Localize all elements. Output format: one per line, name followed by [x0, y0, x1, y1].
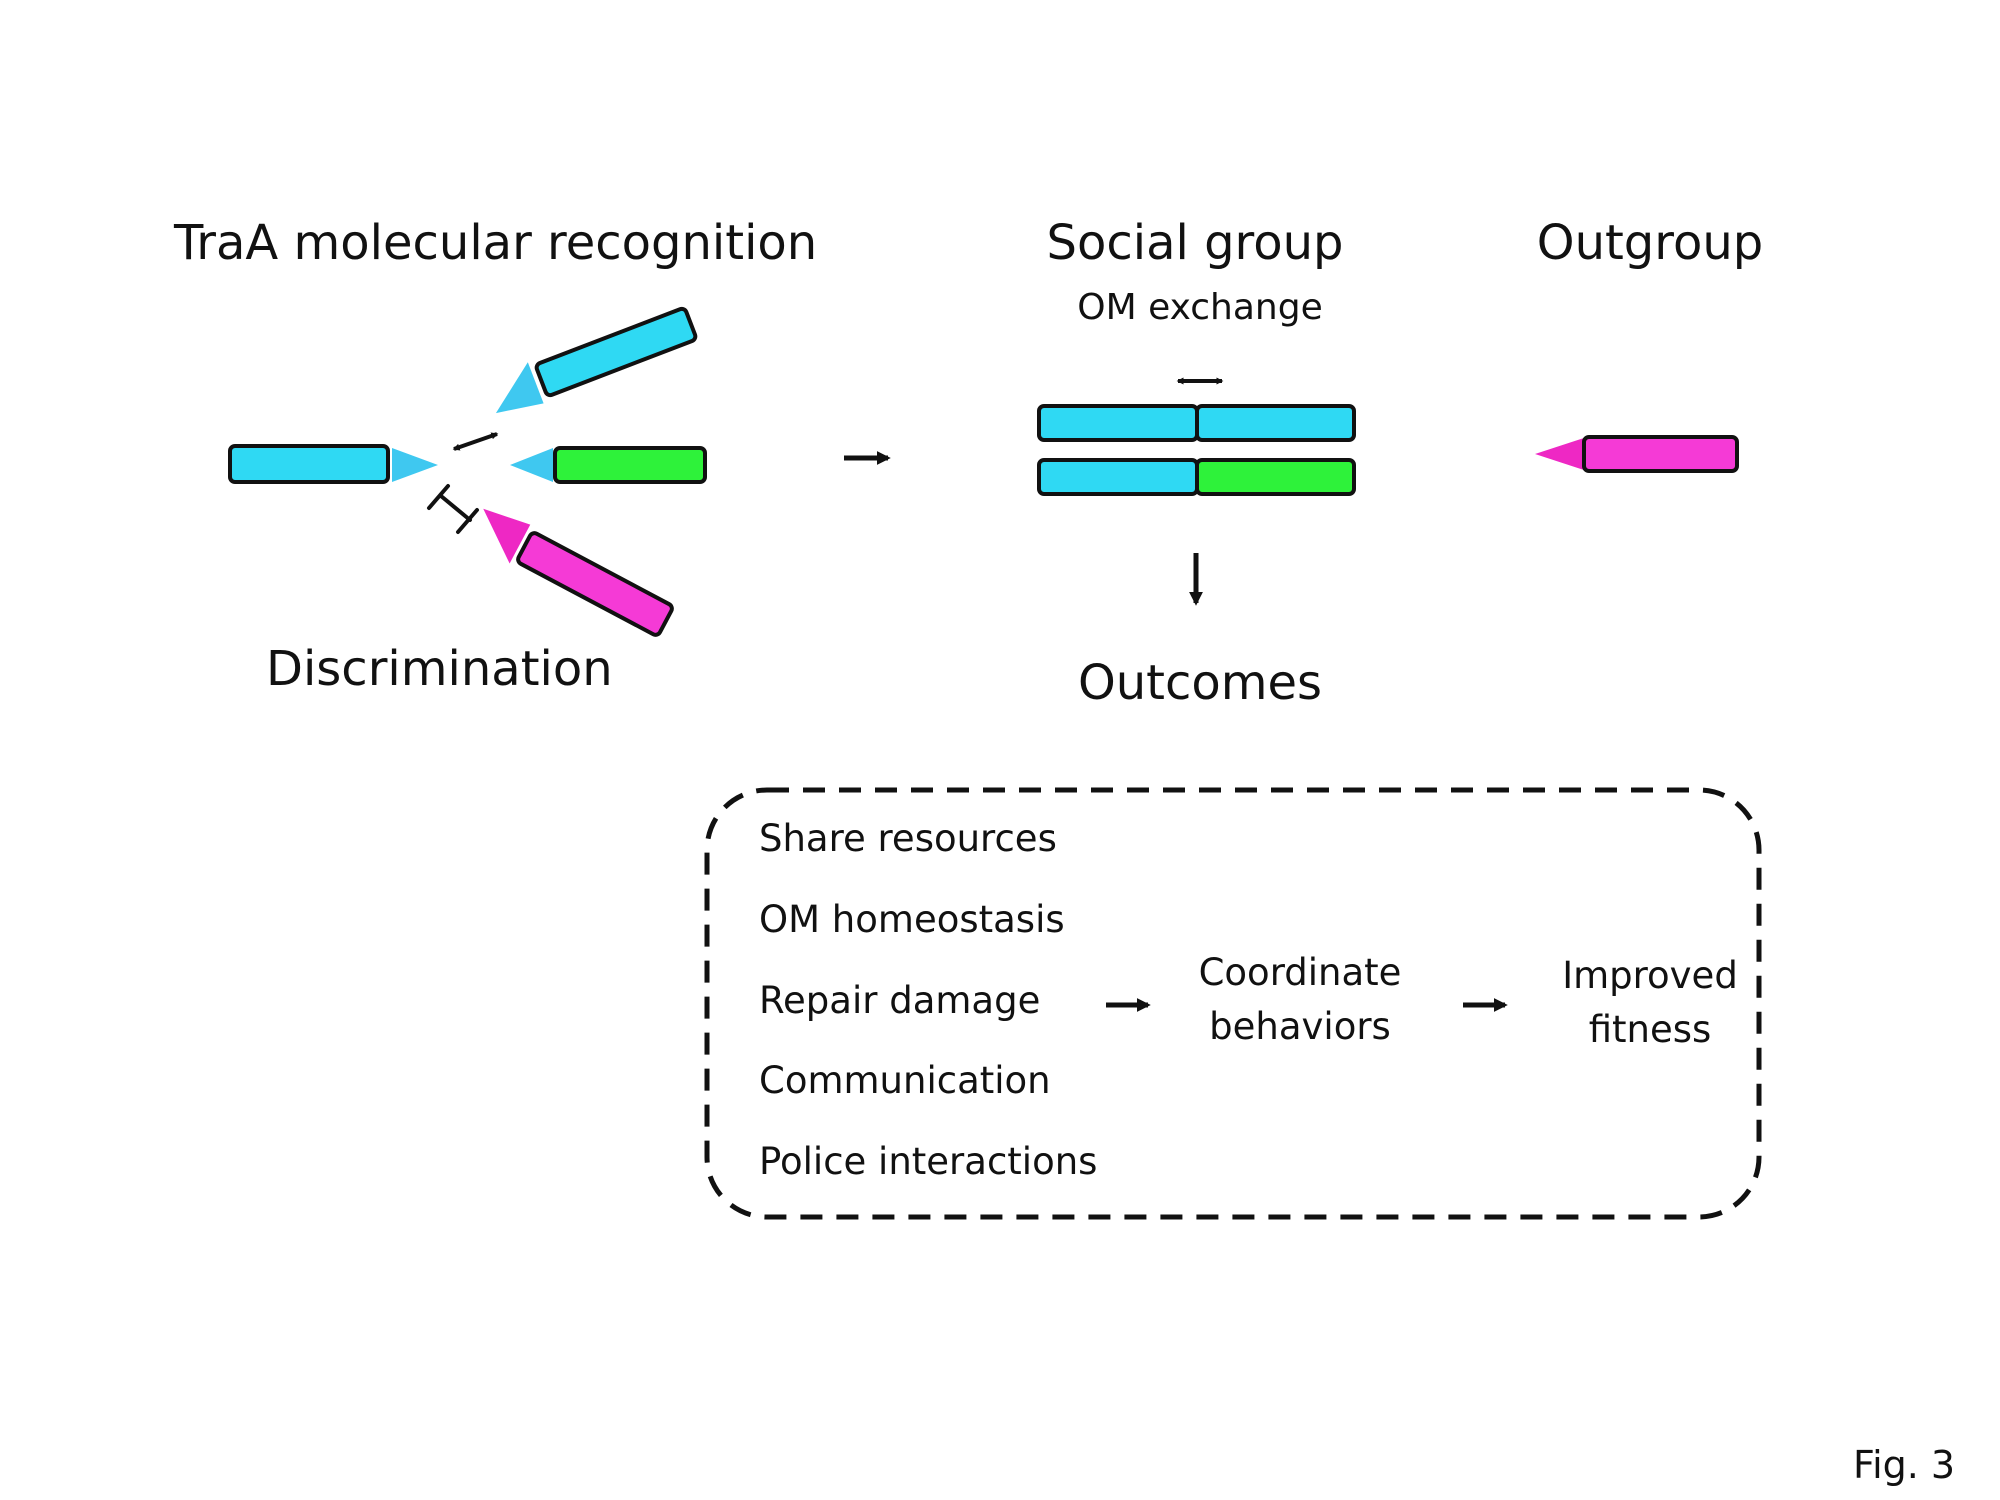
traa-title: TraA molecular recognition — [174, 215, 818, 271]
outcome-item-communication: Communication — [759, 1059, 1051, 1102]
outcome-item-police-interactions: Police interactions — [759, 1140, 1098, 1183]
outcome-item-om-homeostasis: OM homeostasis — [759, 898, 1065, 941]
outcome-item-repair-damage: Repair damage — [759, 979, 1041, 1022]
om-exchange-label: OM exchange — [1077, 287, 1323, 328]
cyan-cell-upper — [534, 306, 698, 398]
recognition-cluster — [228, 306, 707, 637]
traa-magenta-tip — [483, 508, 531, 564]
fitness-line-1: Improved — [1562, 954, 1738, 997]
coordinate-line-2: behaviors — [1209, 1004, 1391, 1048]
recognition-double-arrow — [452, 432, 499, 451]
social-group-cells — [1037, 377, 1356, 496]
outcomes-title: Outcomes — [1077, 655, 1323, 711]
social-cyan-cell-3 — [1037, 458, 1199, 496]
magenta-cell-group — [483, 508, 674, 637]
inhibition-symbol — [427, 484, 479, 534]
traa-cyan-tip-left — [392, 448, 438, 482]
traa-cyan-tip-upper — [495, 362, 544, 414]
cyan-cell-upper-group — [495, 306, 698, 414]
outgroup-title: Outgroup — [1536, 215, 1764, 271]
outcome-item-share-resources: Share resources — [759, 817, 1057, 860]
social-green-cell — [1195, 458, 1356, 496]
improved-fitness-label: Improved fitness — [1530, 949, 1770, 1056]
magenta-cell — [516, 531, 674, 637]
traa-magenta-tip-outgroup — [1535, 436, 1590, 472]
coordinate-behaviors-label: Coordinate behaviors — [1150, 946, 1450, 1053]
fitness-line-2: fitness — [1588, 1007, 1712, 1051]
social-cyan-cell-2 — [1195, 404, 1356, 442]
social-cyan-cell-1 — [1037, 404, 1199, 442]
green-cell — [553, 446, 707, 484]
coordinate-line-1: Coordinate — [1198, 951, 1402, 994]
cyan-cell-left — [228, 444, 390, 484]
outcomes-box — [704, 787, 1762, 1220]
figure-label: Fig. 3 — [1853, 1443, 1956, 1487]
outgroup-cell-group — [1535, 435, 1739, 473]
outgroup-magenta-cell — [1582, 435, 1739, 473]
social-group-title: Social group — [1046, 215, 1344, 271]
discrimination-label: Discrimination — [266, 641, 613, 697]
traa-cyan-tip-green — [510, 448, 553, 482]
